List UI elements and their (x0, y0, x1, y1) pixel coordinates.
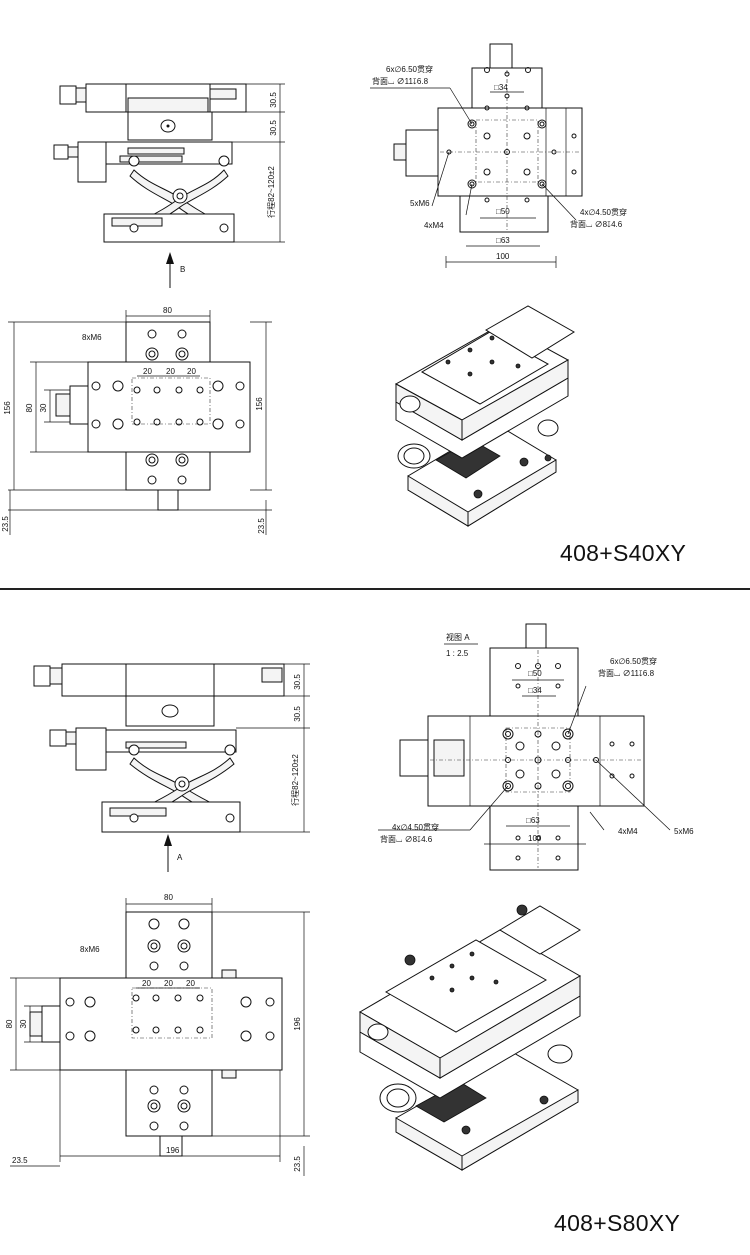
plan-view-s40 (8, 310, 272, 535)
dim-30-5-a: 30.5 (269, 92, 278, 108)
plan-dim-80-left-b: 80 (5, 1019, 14, 1028)
travel-dim-b: 行程82~120±2 (290, 754, 300, 806)
arrow-b-label: B (180, 265, 185, 274)
plan-dim-156-left: 156 (3, 401, 12, 415)
plan-holes-b (65, 918, 275, 1131)
travel-dim: 行程82~120±2 (266, 166, 276, 218)
isometric-render-s40 (394, 305, 575, 527)
hole-note-6x-back-b: 背面⌴ ∅11↧6.8 (598, 668, 655, 678)
plan-dim-196-right: 196 (293, 1017, 302, 1031)
side-elevation-s80 (33, 663, 310, 833)
plan-holes (91, 329, 245, 485)
arrow-a-label: A (177, 853, 183, 862)
view-arrow-b (166, 252, 174, 288)
side-elevation-s40 (53, 83, 285, 243)
plan-label-8xm6-b: 8xM6 (80, 945, 100, 954)
hole-note-6x-back: 背面⌴ ∅11↧6.8 (372, 76, 429, 86)
plan-dim-196-bottom: 196 (166, 1146, 180, 1155)
view-a-scale: 1 : 2.5 (446, 649, 469, 658)
plan-dim-30-left: 30 (39, 403, 48, 412)
dim-30-5-a-b: 30.5 (293, 674, 302, 690)
plan-dim-80: 80 (163, 306, 172, 315)
plan-pitch-20b: 20 (166, 367, 175, 376)
view-a-title: 视图 A (446, 632, 470, 642)
label-4xm4-b: 4xM4 (618, 827, 638, 836)
hole-note-4x-back-b: 背面⌴ ∅8↧4.6 (380, 834, 433, 844)
section-divider (0, 588, 750, 590)
bottom-view-a-s80 (378, 623, 671, 871)
plan-dim-30-left-b: 30 (19, 1019, 28, 1028)
plan-dim-80-b: 80 (164, 893, 173, 902)
model-label-s40xy: 408+S40XY (560, 540, 687, 566)
label-5xm6-b: 5xM6 (674, 827, 694, 836)
drawing-sheet-s40xy: 30.5 30.5 行程82~120±2 B (0, 0, 750, 590)
plan-dim-80-left: 80 (25, 403, 34, 412)
isometric-render-s80 (359, 904, 581, 1171)
dim-sq34: □34 (494, 83, 508, 92)
dim-100-b: 100 (528, 834, 542, 843)
label-4xm4: 4xM4 (424, 221, 444, 230)
dim-sq63: □63 (496, 236, 510, 245)
hole-note-4x-b: 4x∅4.50贯穿 (392, 822, 439, 832)
plan-pitch-20c-b: 20 (186, 979, 195, 988)
view-a-holes (502, 663, 635, 861)
hole-note-6x-b: 6x∅6.50贯穿 (610, 656, 657, 666)
technical-drawing-s80xy: 30.5 30.5 行程82~120±2 A 视图 A 1 : 2.5 (5, 623, 694, 1176)
plan-dim-23-5-right: 23.5 (257, 518, 266, 534)
dim-30-5-b: 30.5 (269, 120, 278, 136)
dim-100: 100 (496, 252, 510, 261)
hole-note-4x: 4x∅4.50贯穿 (580, 207, 627, 217)
hole-note-4x-back: 背面⌴ ∅8↧4.6 (570, 219, 623, 229)
plan-pitch-20c: 20 (187, 367, 196, 376)
plan-dim-23-5-right-b: 23.5 (293, 1156, 302, 1172)
bottom-view-b-s40 (370, 43, 583, 268)
plan-view-s80 (10, 898, 310, 1176)
plan-dim-23-5-left-b: 23.5 (12, 1156, 28, 1165)
drawing-sheet-s80xy: 30.5 30.5 行程82~120±2 A 视图 A 1 : 2.5 (0, 590, 750, 1250)
technical-drawing-s40xy: 30.5 30.5 行程82~120±2 B (1, 43, 627, 535)
hole-note-6x: 6x∅6.50贯穿 (386, 64, 433, 74)
dim-sq50: □50 (496, 207, 510, 216)
dim-sq50-b: □50 (528, 669, 542, 678)
plan-pitch-20a-b: 20 (142, 979, 151, 988)
plan-pitch-20b-b: 20 (164, 979, 173, 988)
plan-dim-23-5-left: 23.5 (1, 516, 10, 532)
dim-sq63-b: □63 (526, 816, 540, 825)
view-b-holes (446, 67, 577, 203)
view-arrow-a (164, 834, 172, 872)
plan-label-8xm6: 8xM6 (82, 333, 102, 342)
plan-dim-156-right: 156 (255, 397, 264, 411)
model-label-s80xy: 408+S80XY (554, 1210, 681, 1236)
plan-pitch-20a: 20 (143, 367, 152, 376)
dim-sq34-b: □34 (528, 686, 542, 695)
label-5xm6: 5xM6 (410, 199, 430, 208)
dim-30-5-b-b: 30.5 (293, 706, 302, 722)
